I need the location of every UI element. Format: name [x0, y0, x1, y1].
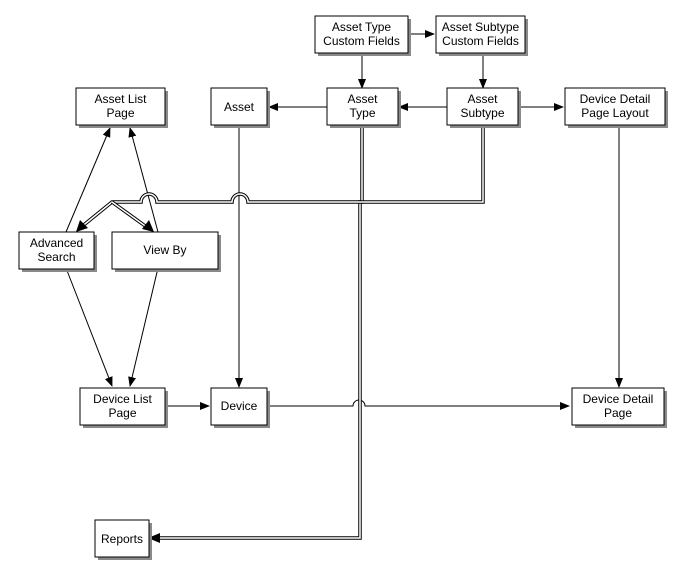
node-device[interactable]: Device: [210, 387, 270, 428]
node-label: Page: [108, 406, 136, 420]
node-device-detail-page-layout[interactable]: Device Detail Page Layout: [564, 87, 668, 128]
node-label: Asset Subtype: [442, 20, 520, 34]
node-label: Advanced: [30, 236, 83, 250]
node-label: Page Layout: [581, 106, 649, 120]
edge-device-to-detailpage: [268, 399, 570, 410]
edge-viewby-to-assetlist: [128, 127, 159, 233]
edge-types-to-search-viewby: [76, 126, 485, 232]
node-reports[interactable]: Reports: [94, 519, 152, 560]
edge-assettype-to-reports: [148, 126, 364, 543]
node-asset-subtype[interactable]: Asset Subtype: [446, 87, 521, 128]
node-label: Asset: [224, 100, 255, 114]
node-label: Page: [106, 106, 134, 120]
edge-search-to-assetlist: [65, 127, 111, 233]
node-label: Custom Fields: [442, 34, 519, 48]
node-asset-type[interactable]: Asset Type: [326, 87, 401, 128]
node-advanced-search[interactable]: Advanced Search: [18, 231, 97, 272]
node-device-list-page[interactable]: Device List Page: [79, 387, 168, 428]
node-label: Asset Type: [332, 20, 391, 34]
edge-viewby-to-devicelist: [128, 267, 159, 387]
node-asset-subtype-custom-fields[interactable]: Asset Subtype Custom Fields: [435, 15, 528, 56]
node-label: Device Detail: [580, 92, 651, 106]
node-label: Custom Fields: [323, 34, 400, 48]
edge-search-to-devicelist: [65, 267, 113, 387]
node-label: Page: [604, 406, 632, 420]
node-view-by[interactable]: View By: [111, 231, 221, 272]
node-label: Device List: [93, 392, 152, 406]
node-asset-list-page[interactable]: Asset List Page: [75, 87, 168, 128]
node-label: Asset List: [94, 92, 147, 106]
node-label: Search: [37, 250, 75, 264]
node-label: Asset: [347, 92, 378, 106]
node-label: Asset: [467, 92, 498, 106]
node-label: Type: [349, 106, 375, 120]
node-device-detail-page[interactable]: Device Detail Page: [571, 387, 667, 428]
node-asset[interactable]: Asset: [210, 87, 270, 128]
node-label: Subtype: [460, 106, 504, 120]
node-label: Reports: [101, 532, 143, 546]
node-label: Device Detail: [583, 392, 654, 406]
node-asset-type-custom-fields[interactable]: Asset Type Custom Fields: [314, 15, 411, 56]
node-label: Device: [221, 399, 258, 413]
node-label: View By: [143, 243, 186, 257]
